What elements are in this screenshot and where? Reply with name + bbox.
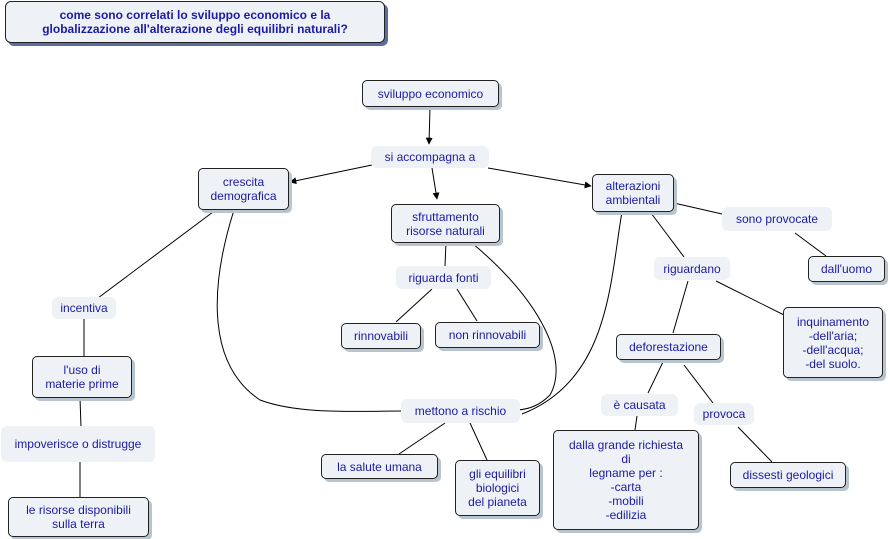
label-sono-provocate: sono provocate [722,207,832,231]
link-riguardafonti-rinn [395,288,433,323]
label-riguarda-fonti: riguarda fonti [396,266,491,289]
node-dissesti-geologici[interactable]: dissesti geologici [730,462,846,488]
link-sfrutt-riguardafonti [444,241,447,267]
node-uso-materie-prime[interactable]: l'uso di materie prime [32,356,132,398]
link-mettono-equilibri [469,422,488,461]
label-incentiva: incentiva [52,297,116,319]
node-rinnovabili[interactable]: rinnovabili [341,323,421,349]
node-sfruttamento-risorse[interactable]: sfruttamento risorse naturali [391,204,500,243]
link-riguardano-defor [672,280,689,334]
link-sviluppo-accompagna [425,106,433,145]
label-si-accompagna-a: si accompagna a [371,146,489,168]
diagram-title: come sono correlati lo sviluppo economic… [5,1,385,43]
node-legname[interactable]: dalla grande richiesta di legname per : … [553,430,699,530]
label-mettono-a-rischio: mettono a rischio [401,399,520,423]
link-mettono-salute [398,422,446,455]
node-non-rinnovabili[interactable]: non rinnovabili [435,322,540,348]
link-riguardano-inquin [715,280,791,319]
link-sfrutt-mettono [471,242,557,411]
link-crescita-incentiva [97,211,214,299]
label-impoverisce-o-distrugge: impoverisce o distrugge [1,426,155,462]
link-accompagna-crescita [289,164,373,185]
link-alterazioni-riguardano [650,212,685,258]
node-equilibri-biologici[interactable]: gli equilibri biologici del pianeta [455,460,540,516]
link-accompagna-alterazioni [487,167,592,189]
node-sviluppo-economico[interactable]: sviluppo economico [362,80,499,107]
link-riguardafonti-nonrinn [456,288,478,322]
node-salute-umana[interactable]: la salute umana [321,454,438,479]
link-alterazioni-mettono [521,211,623,415]
label-e-causata: è causata [601,394,678,416]
link-causata-legname [634,415,638,431]
link-provoca-dissesti [737,426,773,463]
link-alterazioni-provocate [673,202,723,215]
node-inquinamento[interactable]: inquinamento -dell'aria; -dell'acqua; -d… [783,307,883,378]
node-dall-uomo[interactable]: dall'uomo [808,256,885,282]
label-provoca: provoca [694,403,754,425]
node-crescita-demografica[interactable]: crescita demografica [198,168,289,210]
label-riguardano: riguardano [654,257,730,280]
node-risorse-disponibili[interactable]: le risorse disponibili sulla terra [8,497,149,537]
link-defor-provoca [683,364,714,404]
link-materie-impoverisce [79,397,82,428]
link-crescita-mettono [216,209,403,412]
node-deforestazione[interactable]: deforestazione [616,334,721,360]
link-defor-causata [647,361,664,394]
link-accompagna-sfruttamento [431,167,440,200]
link-provocate-uomo [794,232,827,257]
node-alterazioni-ambientali[interactable]: alterazioni ambientali [592,174,674,212]
